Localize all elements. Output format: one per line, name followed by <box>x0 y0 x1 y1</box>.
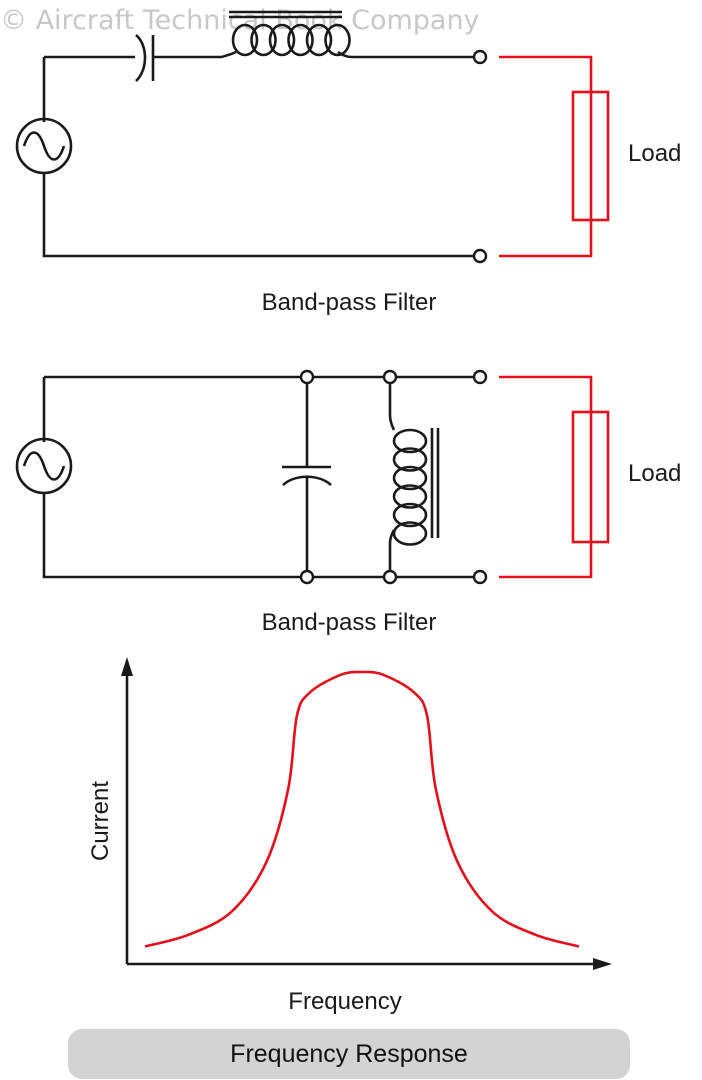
circuit-parallel-lc: Load Band-pass Filter <box>15 369 681 636</box>
circuit-title: Band-pass Filter <box>262 609 437 636</box>
load-resistor-icon <box>499 55 610 258</box>
coil-loop <box>231 23 259 57</box>
coil-loop <box>392 502 428 528</box>
wire <box>42 55 478 258</box>
inductor-icon <box>221 10 474 59</box>
coil-loop <box>392 484 428 509</box>
coil-loop <box>287 23 314 57</box>
response-curve <box>144 670 580 948</box>
junction <box>382 369 398 385</box>
circuit-series-lc: Load Band-pass Filter <box>15 10 681 316</box>
y-axis-label: Current <box>87 781 114 861</box>
coil-loop <box>392 465 428 491</box>
junction <box>299 569 315 585</box>
coil-loop <box>268 23 296 57</box>
caption-box <box>68 1029 630 1079</box>
junction <box>299 369 315 385</box>
coil-loop <box>392 521 428 546</box>
terminal <box>472 248 488 264</box>
terminal <box>472 569 488 585</box>
capacitor-icon <box>282 383 332 571</box>
wire <box>312 375 474 579</box>
coil-loop <box>305 23 333 57</box>
circuit-title: Band-pass Filter <box>262 289 437 316</box>
inductor-icon <box>388 383 440 571</box>
load-resistor-icon <box>499 375 610 579</box>
load-label: Load <box>628 140 681 167</box>
coil-loop <box>250 23 277 57</box>
x-axis-label: Frequency <box>288 988 401 1015</box>
junction <box>382 569 398 585</box>
coil-loop <box>392 428 428 454</box>
load-label: Load <box>628 460 681 487</box>
wire <box>42 375 302 579</box>
x-axis-arrow-icon <box>593 958 612 970</box>
frequency-response-chart: Frequency Current <box>87 657 612 1015</box>
ac-source-icon <box>15 117 73 175</box>
caption: Frequency Response <box>230 1040 468 1068</box>
ac-source-icon <box>15 437 73 495</box>
watermark: © Aircraft Technical Book Company <box>0 5 480 36</box>
coil-loop <box>392 447 428 472</box>
capacitor-icon <box>135 34 222 82</box>
y-axis-arrow-icon <box>121 657 133 676</box>
terminal <box>472 369 488 385</box>
coil-loop <box>324 23 351 57</box>
terminal <box>472 49 488 65</box>
